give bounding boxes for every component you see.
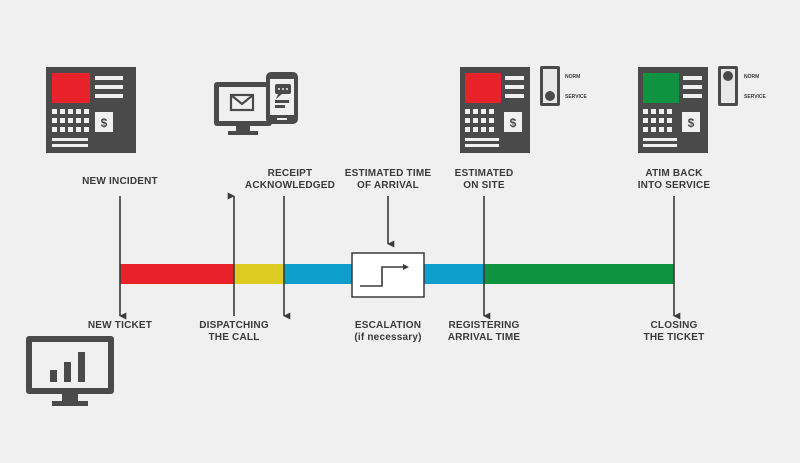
atm-icon: $ xyxy=(638,67,708,153)
svg-text:$: $ xyxy=(101,116,108,130)
timeline-segment-red xyxy=(120,264,234,284)
monitor-chart-icon xyxy=(26,336,114,406)
switch-label-service: SERVICE xyxy=(744,94,766,100)
label-closing-the-ticket: CLOSING THE TICKET xyxy=(643,320,705,343)
timeline-segment-green xyxy=(484,264,674,284)
label-escalation: ESCALATION (if necessary) xyxy=(354,320,422,343)
norm-service-switch-icon xyxy=(540,66,560,106)
label-receipt-acknowledged: RECEIPT ACKNOWLEDGED xyxy=(244,168,336,191)
label-new-incident: NEW INCIDENT xyxy=(82,176,158,187)
norm-service-switch-icon xyxy=(718,66,738,106)
label-dispatching-the-call: DISPATCHING THE CALL xyxy=(199,320,269,343)
atm-icon: $ xyxy=(46,67,136,153)
svg-text:$: $ xyxy=(510,116,517,130)
label-estimated-on-site: ESTIMATED ON SITE xyxy=(454,168,514,191)
svg-text:$: $ xyxy=(688,116,695,130)
escalation-box xyxy=(351,252,425,298)
computer-phone-icon xyxy=(214,72,298,135)
switch-label-norm: NORM xyxy=(565,74,581,80)
switch-label-service: SERVICE xyxy=(565,94,587,100)
timeline-bar xyxy=(120,264,674,284)
switch-label-norm: NORM xyxy=(744,74,760,80)
label-atim-back-into-service: ATIM BACK INTO SERVICE xyxy=(637,168,711,191)
label-new-ticket: NEW TICKET xyxy=(87,320,153,331)
timeline-segment-yellow xyxy=(234,264,284,284)
atm-icon: $ xyxy=(460,67,530,153)
label-estimated-time-of-arrival: ESTIMATED TIME OF ARRIVAL xyxy=(344,168,432,191)
label-registering-arrival-time: REGISTERING ARRIVAL TIME xyxy=(447,320,521,343)
step-arrow-icon xyxy=(360,264,409,287)
